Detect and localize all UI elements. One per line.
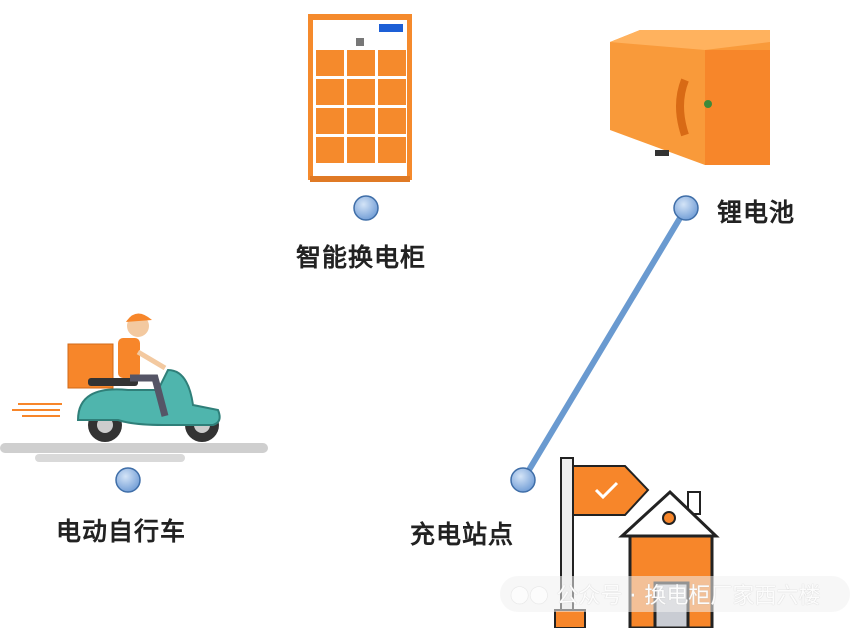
swap-cabinet-illustration <box>308 14 412 182</box>
label-lithium-battery: 锂电池 <box>717 198 796 227</box>
node-battery <box>673 195 699 221</box>
node-station <box>510 467 536 493</box>
wechat-icon: ●● <box>510 581 549 607</box>
scooter-illustration <box>0 313 268 462</box>
label-electric-bike: 电动自行车 <box>56 517 187 546</box>
watermark: ●● 公众号 · 换电柜厂家西六楼 <box>500 576 850 612</box>
node-cabinet <box>353 195 379 221</box>
label-swap-cabinet: 智能换电柜 <box>296 243 427 272</box>
watermark-prefix: 公众号 · <box>556 584 637 609</box>
label-charging-station: 充电站点 <box>410 520 515 549</box>
battery-illustration <box>610 30 770 165</box>
node-bike <box>115 467 141 493</box>
watermark-account: 换电柜厂家西六楼 <box>644 584 821 609</box>
diagonal-line <box>520 205 689 483</box>
